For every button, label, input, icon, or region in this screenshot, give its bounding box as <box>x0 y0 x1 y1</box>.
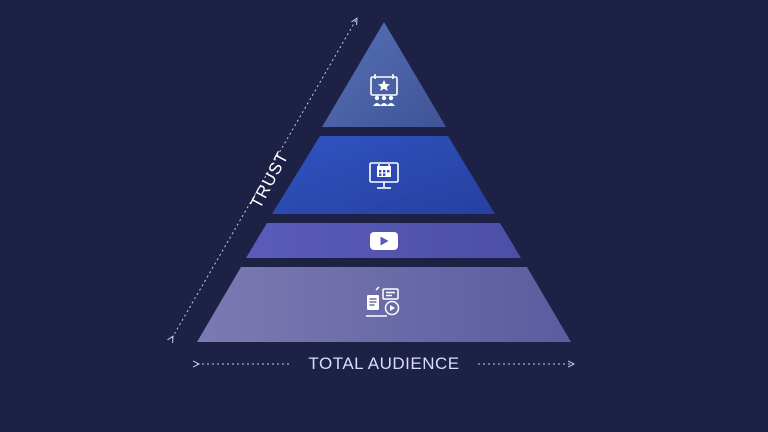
pyramid-tier-base <box>197 267 571 342</box>
webinar-monitor-icon <box>369 162 399 189</box>
social-media-content-icon <box>366 286 400 317</box>
video-play-icon <box>370 232 398 250</box>
trust-arrow <box>172 20 356 338</box>
pyramid-tier-top <box>322 22 446 127</box>
event-audience-icon <box>370 74 398 106</box>
total-audience-label: TOTAL AUDIENCE <box>308 354 460 373</box>
